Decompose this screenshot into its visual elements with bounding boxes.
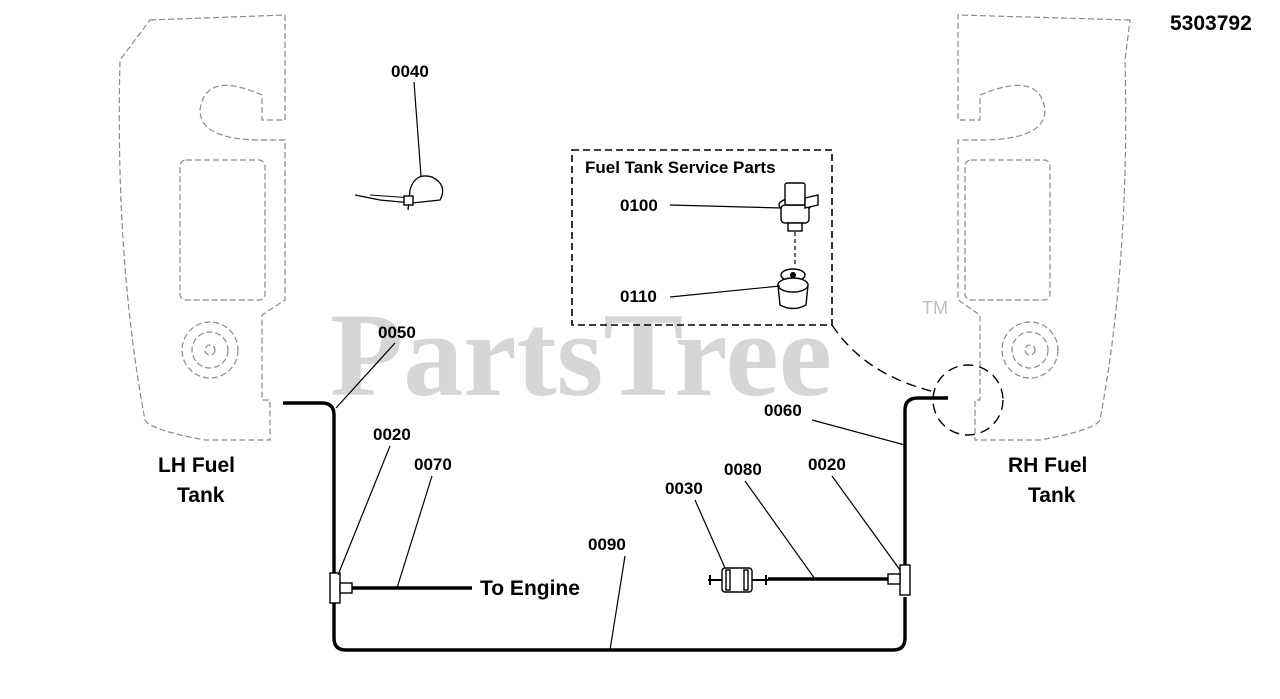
inset-title: Fuel Tank Service Parts xyxy=(585,158,776,177)
callout-0100: 0100 xyxy=(620,196,658,215)
service-parts-inset: Fuel Tank Service Parts 0100 0110 xyxy=(571,149,833,326)
callout-0090: 0090 xyxy=(588,535,626,554)
rh-fuel-tank-outline xyxy=(957,14,1131,441)
rh-tank-label-line2: Tank xyxy=(1028,484,1076,507)
rh-tank-label-line1: RH Fuel xyxy=(1008,454,1087,477)
callout-0050: 0050 xyxy=(378,323,416,342)
fuel-line-0060 xyxy=(903,396,948,566)
watermark-text: PartsTree xyxy=(330,288,832,421)
callout-0020-right: 0020 xyxy=(808,455,846,474)
fuel-line-0090 xyxy=(332,597,907,652)
callout-0060: 0060 xyxy=(764,401,802,420)
lh-tank-label-line1: LH Fuel xyxy=(158,454,235,477)
watermark-tm: TM xyxy=(922,298,948,318)
fuel-fitting-0100 xyxy=(778,182,819,232)
tee-fitting-right xyxy=(887,564,911,596)
detail-circle xyxy=(932,364,1004,436)
fuel-line-0050 xyxy=(283,401,336,575)
callout-0040: 0040 xyxy=(391,62,429,81)
fuel-lines xyxy=(283,396,948,652)
grommet-0110 xyxy=(777,268,809,310)
part-number: 5303792 xyxy=(1170,12,1252,35)
lh-tank-label-line2: Tank xyxy=(177,484,225,507)
callout-0080: 0080 xyxy=(724,460,762,479)
cable-tie-0040 xyxy=(354,175,444,211)
lh-fuel-tank-outline xyxy=(118,14,286,441)
detail-leader xyxy=(831,324,936,393)
tee-fitting-left xyxy=(329,572,353,604)
to-engine-label: To Engine xyxy=(480,577,580,600)
callout-0070: 0070 xyxy=(414,455,452,474)
callout-0110: 0110 xyxy=(620,287,657,306)
callout-0020-left: 0020 xyxy=(373,425,411,444)
fuel-filter-0030 xyxy=(708,567,768,593)
callout-0030: 0030 xyxy=(665,479,703,498)
